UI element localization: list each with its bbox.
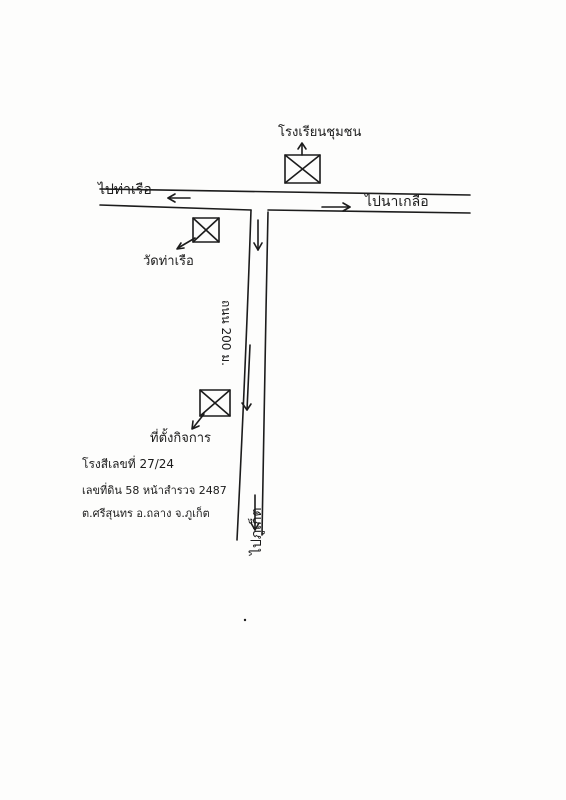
- right-direction-label: ไปนาเกลือ: [365, 194, 429, 210]
- temple-box-icon: [176, 217, 220, 250]
- main-road-right-lower-edge: [267, 209, 471, 214]
- landmark-box-icon: [284, 142, 321, 184]
- ink-dot: [243, 618, 247, 622]
- address-line-1: โรงสีเลขที่ 27/24: [82, 457, 175, 471]
- arrow-down-icon: [241, 344, 252, 411]
- south-direction-label: ไปภูเก็ต: [249, 507, 265, 555]
- school-label: ที่ตั้งกิจการ: [150, 431, 212, 446]
- temple-label: วัดท่าเรือ: [143, 254, 194, 269]
- address-line-2: เลขที่ดิน 58 หน้าสำรวจ 2487: [82, 484, 227, 497]
- main-road-top-edge: [99, 188, 471, 196]
- main-road-left-lower-edge: [99, 204, 252, 211]
- school-box-icon: [191, 389, 231, 430]
- arrow-down-icon: [250, 494, 260, 531]
- address-line-3: ต.ศรีสุนทร อ.ถลาง จ.ภูเก็ต: [82, 507, 210, 520]
- side-road-left-edge: [236, 209, 252, 541]
- arrow-right-icon: [321, 202, 351, 212]
- side-road-right-edge: [261, 211, 269, 536]
- top-landmark-label: โรงเรียนชุมชน: [278, 125, 362, 140]
- arrow-down-icon: [253, 219, 263, 251]
- road-name-label: ถนน 200 ม.: [219, 300, 233, 366]
- left-direction-label: ไปท่าเรือ: [98, 182, 152, 198]
- arrow-left-icon: [167, 193, 191, 203]
